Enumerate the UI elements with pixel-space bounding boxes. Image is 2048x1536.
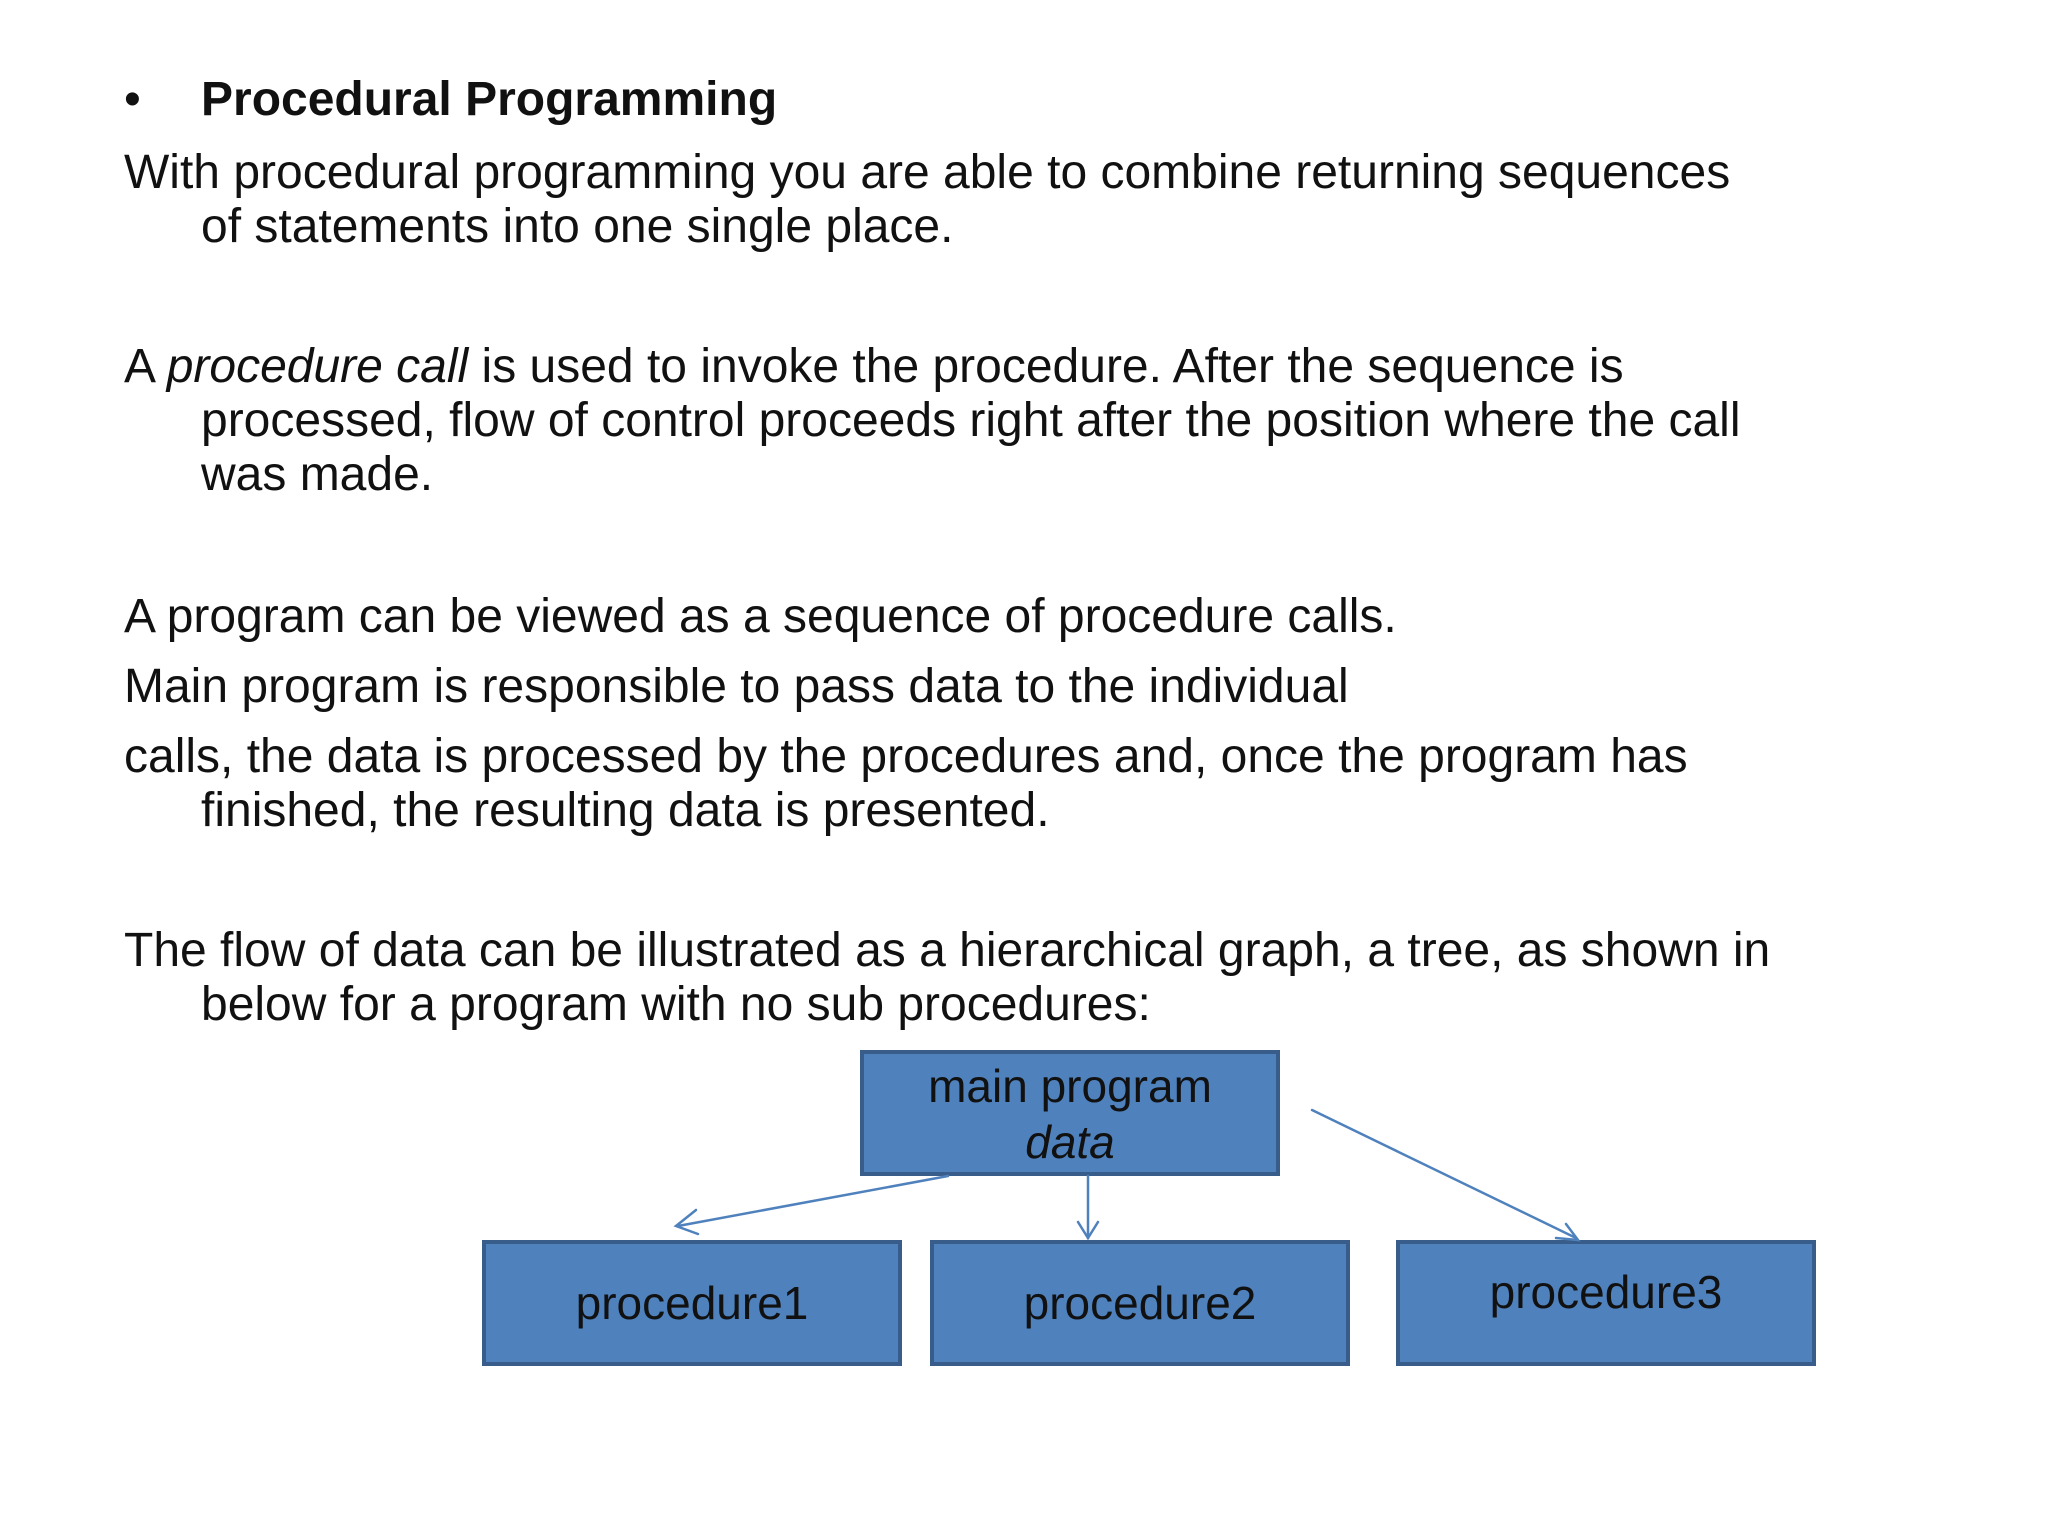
arrowhead-procedure2-icon <box>1076 1220 1100 1241</box>
paragraph-calls: calls, the data is processed by the proc… <box>124 730 2048 838</box>
procedure3-label: procedure3 <box>1489 1266 1723 1318</box>
p1-line1: With procedural programming you are able… <box>124 146 1731 199</box>
p2-italic: procedure call <box>166 340 469 393</box>
main-program-data-label: data <box>1025 1116 1115 1168</box>
p2-start: A <box>124 340 167 393</box>
arrowhead-procedure1-icon <box>673 1208 700 1236</box>
arrow-to-procedure3 <box>1310 1108 1578 1240</box>
procedure1-label: procedure1 <box>575 1277 809 1329</box>
p3-line1: A program can be viewed as a sequence of… <box>124 590 1397 643</box>
p4-line1: Main program is responsible to pass data… <box>124 660 1349 713</box>
procedure3-box: procedure3 <box>1396 1240 1816 1366</box>
procedure1-box: procedure1 <box>482 1240 902 1366</box>
p2-line2: processed, flow of control proceeds righ… <box>201 394 1741 447</box>
heading-title: Procedural Programming <box>201 73 778 126</box>
p1-line2: of statements into one single place. <box>201 200 954 253</box>
main-program-label: main program <box>928 1060 1212 1112</box>
p6-line2: below for a program with no sub procedur… <box>201 978 1151 1031</box>
procedure2-label: procedure2 <box>1023 1277 1257 1329</box>
p2-rest: is used to invoke the procedure. After t… <box>468 340 1624 393</box>
procedure2-box: procedure2 <box>930 1240 1350 1366</box>
arrow-to-procedure1 <box>676 1174 950 1228</box>
paragraph-flow-of-data: The flow of data can be illustrated as a… <box>124 924 2048 1032</box>
paragraph-procedure-call: A procedure call is used to invoke the p… <box>124 340 2048 502</box>
p2-line3: was made. <box>201 448 434 501</box>
slide-heading: • Procedural Programming <box>124 72 777 128</box>
paragraph-main-program: Main program is responsible to pass data… <box>124 660 2048 714</box>
p5-line2: finished, the resulting data is presente… <box>201 784 1050 837</box>
p6-line1: The flow of data can be illustrated as a… <box>124 924 1771 977</box>
p5-line1: calls, the data is processed by the proc… <box>124 730 1688 783</box>
bullet-icon: • <box>124 73 141 126</box>
paragraph-sequence: A program can be viewed as a sequence of… <box>124 590 2048 644</box>
main-program-box: main program data <box>860 1050 1280 1176</box>
arrowhead-procedure3-icon <box>1554 1222 1581 1242</box>
paragraph-procedural-intro: With procedural programming you are able… <box>124 146 2048 254</box>
